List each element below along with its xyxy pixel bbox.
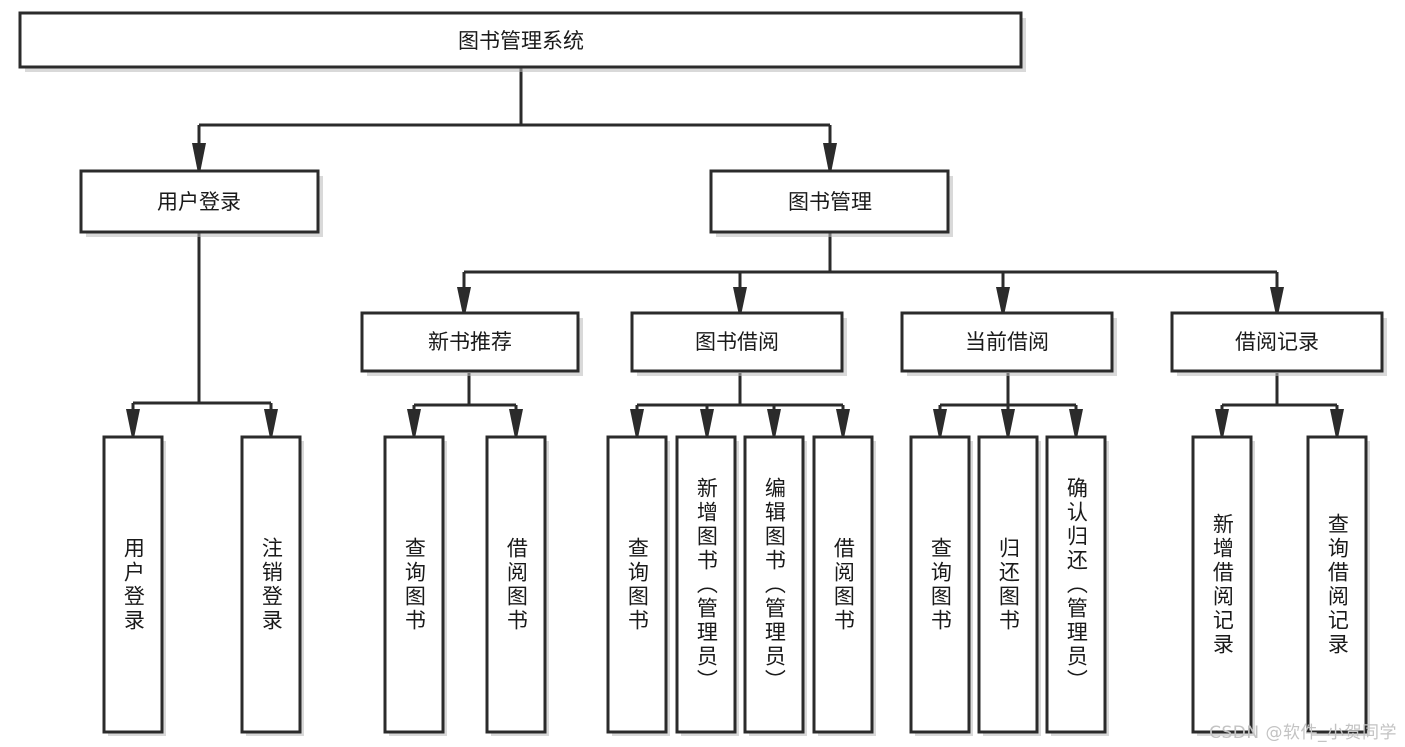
node-label-borrow-record: 借阅记录 bbox=[1235, 330, 1319, 354]
csdn-watermark: CSDN @软件_小贺同学 bbox=[1209, 723, 1397, 743]
arrowhead-leaf-query-book-2 bbox=[630, 409, 644, 443]
node-label-current-borrow: 当前借阅 bbox=[965, 330, 1049, 354]
node-box-leaf-return-book[interactable] bbox=[977, 435, 1039, 734]
arrowhead-leaf-borrow-book-2 bbox=[836, 409, 850, 443]
node-box-leaf-user-login[interactable] bbox=[102, 435, 164, 734]
arrowhead-current-borrow bbox=[996, 287, 1010, 320]
node-box-leaf-query-book-3[interactable] bbox=[909, 435, 971, 734]
node-label-user-login: 用户登录 bbox=[157, 190, 241, 214]
node-box-leaf-query-book-2[interactable] bbox=[606, 435, 668, 734]
node-box-book-borrow[interactable] bbox=[630, 311, 844, 373]
node-box-book-manage[interactable] bbox=[709, 169, 950, 234]
arrowhead-leaf-confirm-return bbox=[1069, 409, 1083, 443]
node-box-leaf-logout[interactable] bbox=[240, 435, 302, 734]
arrowhead-leaf-return-book bbox=[1001, 409, 1015, 443]
arrowhead-leaf-query-book-1 bbox=[407, 409, 421, 443]
arrowhead-leaf-edit-book bbox=[767, 409, 781, 443]
arrowhead-book-manage bbox=[823, 143, 837, 178]
arrowhead-leaf-logout bbox=[264, 409, 278, 443]
node-box-root[interactable] bbox=[18, 11, 1023, 69]
arrowhead-leaf-query-book-3 bbox=[933, 409, 947, 443]
node-box-leaf-borrow-book-2[interactable] bbox=[812, 435, 874, 734]
node-label-root: 图书管理系统 bbox=[458, 29, 584, 53]
arrowhead-user-login bbox=[192, 143, 206, 178]
arrowhead-leaf-add-record bbox=[1215, 409, 1229, 443]
arrowhead-borrow-record bbox=[1270, 287, 1284, 320]
node-box-leaf-edit-book[interactable] bbox=[743, 435, 805, 734]
arrowhead-leaf-borrow-book-1 bbox=[509, 409, 523, 443]
node-box-current-borrow[interactable] bbox=[900, 311, 1114, 373]
arrowhead-book-borrow bbox=[733, 287, 747, 320]
node-box-leaf-confirm-return[interactable] bbox=[1045, 435, 1107, 734]
node-label-book-borrow: 图书借阅 bbox=[695, 330, 779, 354]
node-box-leaf-query-book-1[interactable] bbox=[383, 435, 445, 734]
nodes-layer: 图书管理系统 用户登录 图书管理 新书推荐 图书借阅 当前借阅 借阅记录 bbox=[18, 11, 1387, 736]
node-box-new-book-rec[interactable] bbox=[360, 311, 580, 373]
node-box-leaf-add-record[interactable] bbox=[1191, 435, 1253, 734]
node-box-leaf-query-record[interactable] bbox=[1306, 435, 1368, 734]
arrowhead-new-book-rec bbox=[457, 287, 471, 320]
node-box-leaf-borrow-book-1[interactable] bbox=[485, 435, 547, 734]
node-box-leaf-add-book[interactable] bbox=[675, 435, 737, 734]
arrowheads-layer bbox=[126, 143, 1344, 443]
arrowhead-leaf-add-book bbox=[700, 409, 714, 443]
node-label-new-book-rec: 新书推荐 bbox=[428, 330, 512, 354]
arrowhead-leaf-query-record bbox=[1330, 409, 1344, 443]
node-label-book-manage: 图书管理 bbox=[788, 190, 872, 214]
arrowhead-leaf-user-login bbox=[126, 409, 140, 443]
node-box-user-login[interactable] bbox=[79, 169, 320, 234]
node-box-borrow-record[interactable] bbox=[1170, 311, 1384, 373]
